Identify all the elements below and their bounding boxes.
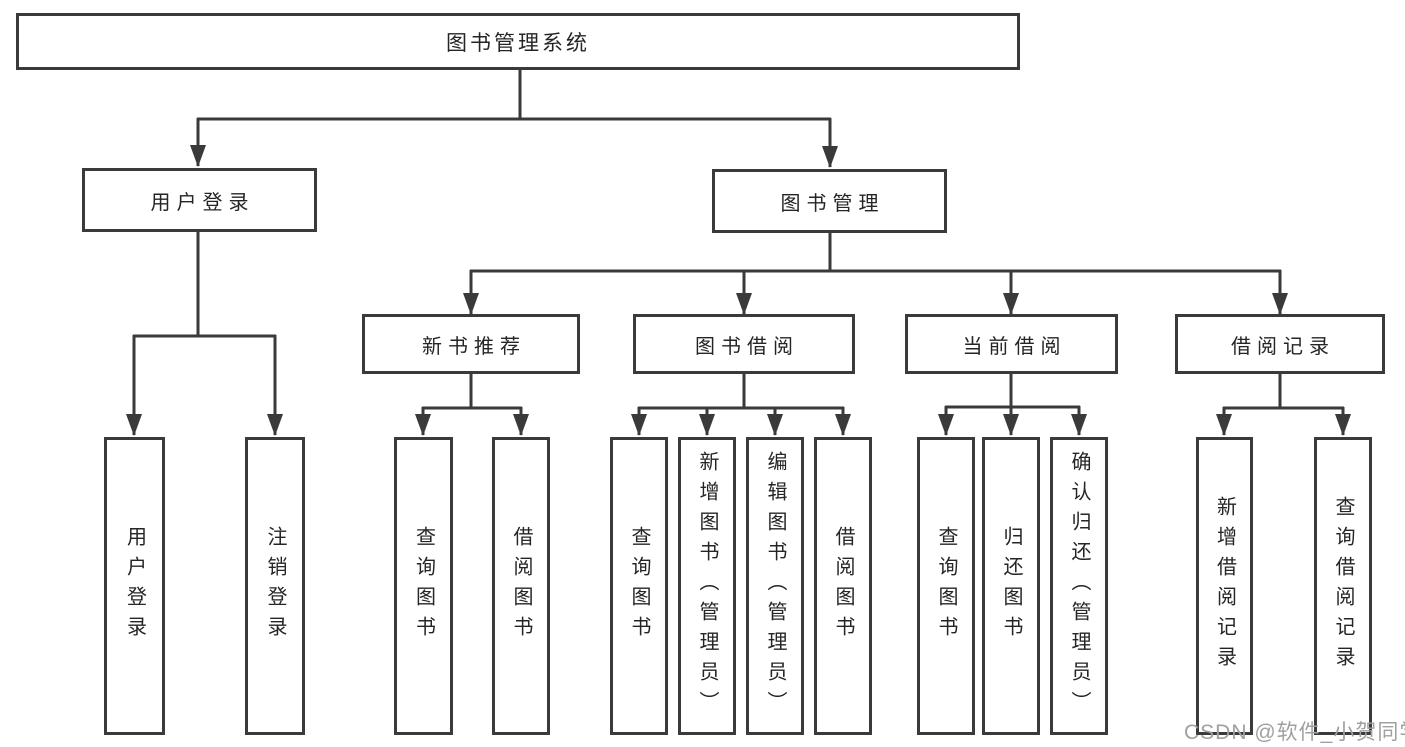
leaf-add-borrow-record: 新增借阅记录 [1196,437,1253,735]
node-user-login: 用户登录 [82,168,317,232]
leaf-return-books: 归还图书 [982,437,1040,735]
leaf-label: 查询借阅记录 [1332,496,1354,676]
leaf-borrow-books-recommend: 借阅图书 [492,437,550,735]
leaf-label: 借阅图书 [510,526,532,646]
leaf-query-books-recommend: 查询图书 [394,437,453,735]
node-current-borrow: 当前借阅 [905,314,1118,374]
leaf-label: 用户登录 [123,526,146,646]
node-label: 当前借阅 [962,335,1067,358]
node-new-book-recommend: 新书推荐 [362,314,580,374]
leaf-label: 新增图书（管理员） [696,451,718,721]
node-borrow-record: 借阅记录 [1175,314,1385,374]
node-label: 图书管理系统 [446,31,590,55]
leaf-logout: 注销登录 [245,437,305,735]
node-root-book-management-system: 图书管理系统 [16,13,1020,70]
leaf-label: 查询图书 [412,526,435,646]
leaf-label: 借阅图书 [832,526,854,646]
leaf-add-books-admin: 新增图书（管理员） [678,437,736,735]
leaf-label: 注销登录 [264,526,286,646]
leaf-query-books-current: 查询图书 [917,437,975,735]
leaf-confirm-return-admin: 确认归还（管理员） [1050,437,1108,735]
node-book-management: 图书管理 [712,169,947,233]
leaf-label: 查询图书 [935,526,957,646]
node-label: 新书推荐 [422,335,526,358]
leaf-label: 新增借阅记录 [1213,496,1236,676]
leaf-query-borrow-record: 查询借阅记录 [1314,437,1372,735]
node-label: 图书借阅 [695,335,799,358]
node-label: 借阅记录 [1231,335,1335,358]
leaf-label: 归还图书 [1000,526,1022,646]
leaf-user-login: 用户登录 [104,437,165,735]
node-label: 用户登录 [150,191,255,214]
csdn-watermark: CSDN @软件_小贺同学 [1184,721,1405,744]
leaf-edit-books-admin: 编辑图书（管理员） [746,437,804,735]
node-book-borrow: 图书借阅 [633,314,855,374]
leaf-label: 编辑图书（管理员） [764,451,786,721]
leaf-borrow-books: 借阅图书 [814,437,872,735]
leaf-label: 查询图书 [628,526,650,646]
node-label: 图书管理 [780,192,885,215]
leaf-query-books-borrow: 查询图书 [610,437,668,735]
leaf-label: 确认归还（管理员） [1068,451,1090,721]
